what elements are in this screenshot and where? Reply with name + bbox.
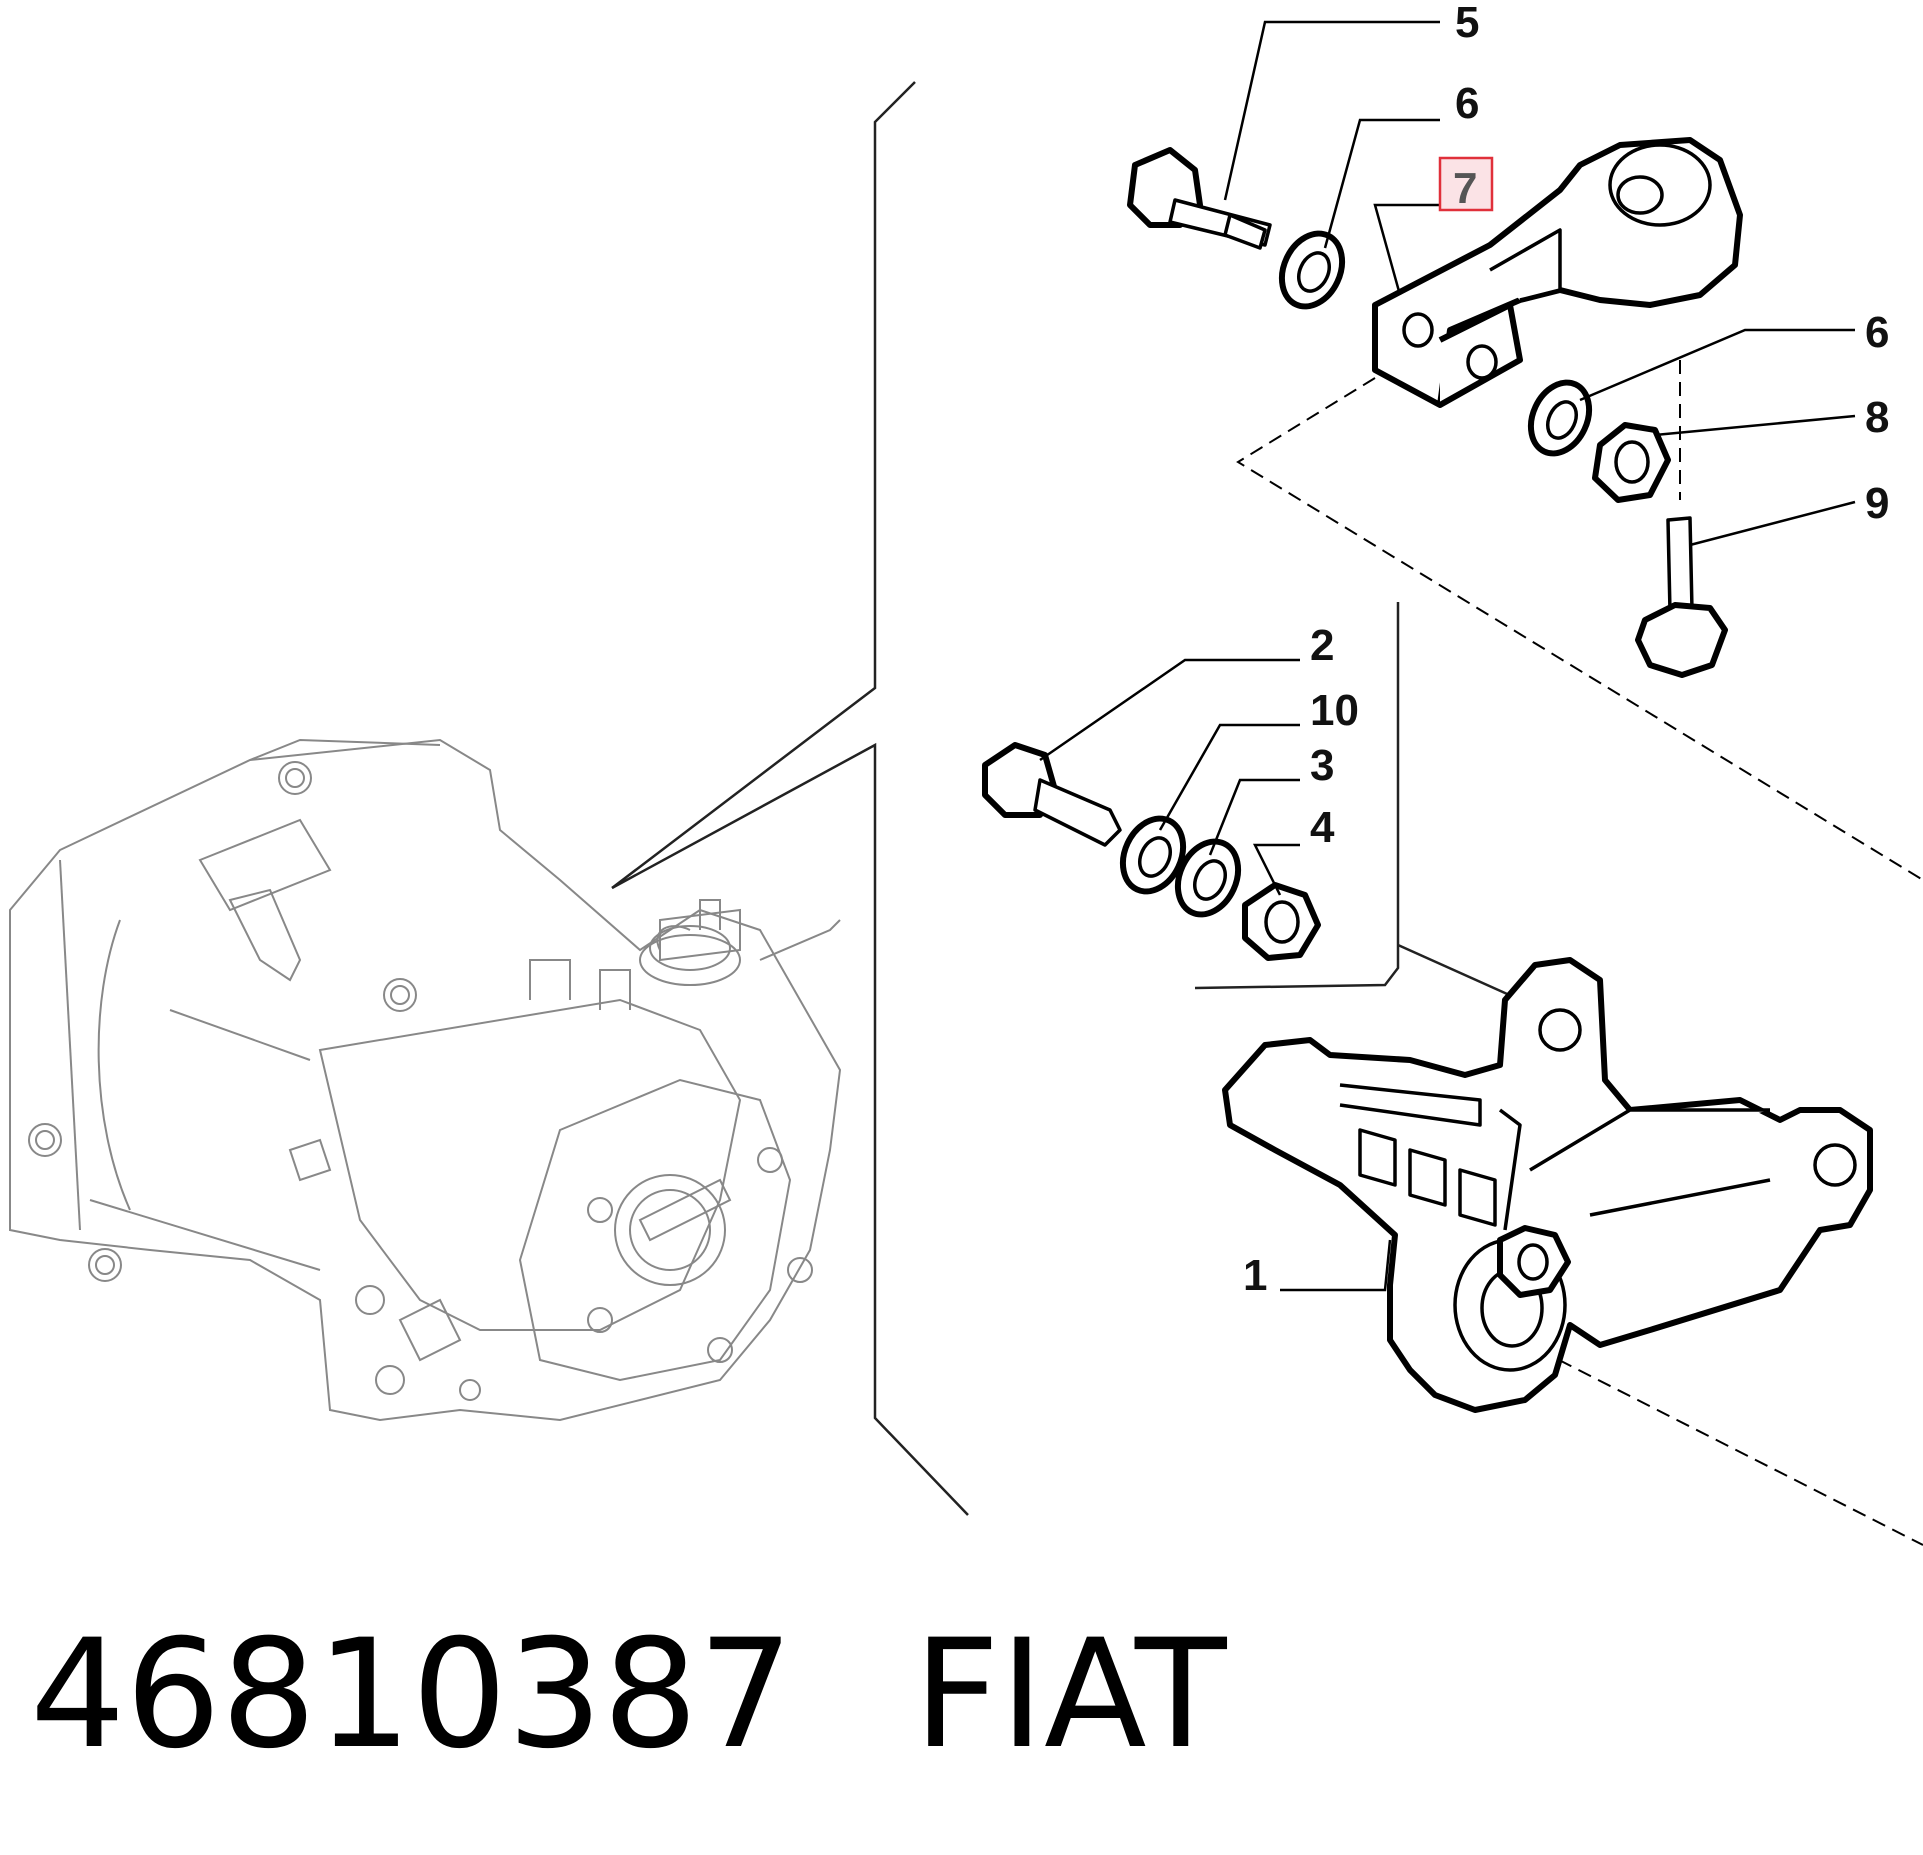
- washer-part-3: [1174, 838, 1242, 918]
- callout-8[interactable]: 8: [1865, 393, 1889, 442]
- brand-name: FIAT: [913, 1608, 1227, 1782]
- callout-5[interactable]: 5: [1455, 0, 1479, 47]
- callout-3[interactable]: 3: [1310, 741, 1334, 790]
- callout-7-highlight: [1438, 156, 1494, 212]
- callout-6-bottom[interactable]: 6: [1865, 308, 1889, 357]
- callout-4[interactable]: 4: [1310, 803, 1335, 852]
- callout-1[interactable]: 1: [1243, 1251, 1267, 1300]
- washer-part-6-top: [1278, 230, 1346, 310]
- torque-rod-part-7: [1372, 137, 1743, 408]
- bolt-part-5: [1127, 147, 1272, 250]
- gearbox-illustration: [9, 738, 842, 1422]
- leader-lines: [1039, 20, 1856, 1292]
- callout-2[interactable]: 2: [1310, 621, 1334, 670]
- washer-part-6-bottom: [1527, 379, 1593, 457]
- dashed-outline: [1236, 360, 1923, 1546]
- callout-6-top[interactable]: 6: [1455, 79, 1479, 128]
- callout-9[interactable]: 9: [1865, 479, 1889, 528]
- callout-10[interactable]: 10: [1310, 686, 1359, 735]
- bolt-part-2: [982, 742, 1122, 847]
- detail-bracket: [611, 81, 1526, 1516]
- callout-7[interactable]: 7: [1453, 164, 1477, 213]
- washer-part-10: [1119, 815, 1187, 895]
- callout-labels: 5 6 7 6 8 9 2 10 3 4 1: [1243, 0, 1889, 1300]
- bolt-part-9: [1635, 516, 1728, 678]
- nut-part-8: [1592, 422, 1671, 503]
- nut-part-4: [1242, 882, 1321, 961]
- part-number: 46810387: [30, 1608, 794, 1782]
- engine-mount-part-1: [1222, 957, 1873, 1413]
